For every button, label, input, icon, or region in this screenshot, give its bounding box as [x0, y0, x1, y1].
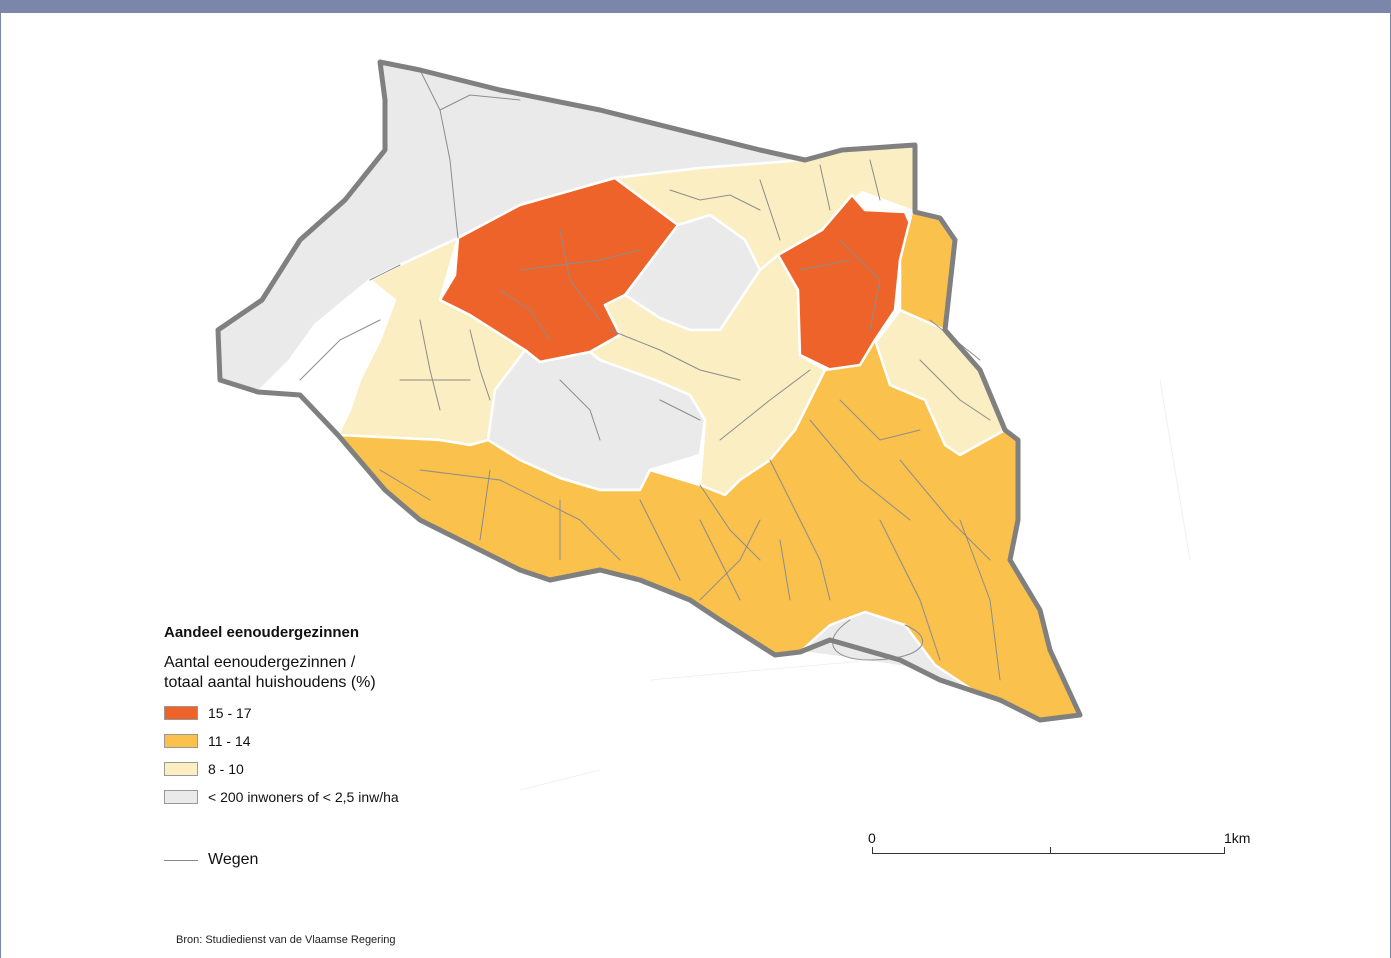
legend-class-3: 8 - 10 — [164, 755, 399, 783]
scale-start-label: 0 — [868, 830, 876, 846]
legend-swatch — [164, 790, 198, 804]
roads-label: Wegen — [208, 851, 259, 868]
legend-subtitle-line1: Aantal eenoudergezinnen / — [164, 654, 356, 671]
scale-tick — [872, 847, 873, 854]
legend-class-label: 11 - 14 — [208, 733, 251, 749]
legend-class-label: < 200 inwoners of < 2,5 inw/ha — [208, 789, 399, 805]
scale-tick — [1224, 847, 1225, 854]
legend-class-1: 15 - 17 — [164, 699, 399, 727]
map-legend: Aandeel eenoudergezinnen Aantal eenouder… — [164, 624, 399, 811]
municipality-boundary — [215, 59, 1083, 723]
legend-class-label: 8 - 10 — [208, 761, 244, 777]
legend-class-2: 11 - 14 — [164, 727, 399, 755]
roads-line-icon — [164, 859, 198, 861]
legend-swatch — [164, 734, 198, 748]
source-note: Bron: Studiedienst van de Vlaamse Regeri… — [176, 934, 396, 946]
legend-class-4: < 200 inwoners of < 2,5 inw/ha — [164, 783, 399, 811]
legend-swatch — [164, 706, 198, 720]
legend-title: Aandeel eenoudergezinnen — [164, 624, 360, 641]
header-bar — [0, 0, 1391, 13]
legend-subtitle: Aantal eenoudergezinnen / totaal aantal … — [164, 653, 399, 693]
legend-subtitle-line2: totaal aantal huishoudens (%) — [164, 674, 376, 691]
scale-bar: 0 1km — [868, 830, 1268, 860]
legend-class-label: 15 - 17 — [208, 705, 252, 721]
scale-line — [872, 853, 1224, 854]
scale-tick — [1050, 847, 1051, 854]
legend-swatch — [164, 762, 198, 776]
district-red-east — [776, 193, 914, 374]
scale-end-label: 1km — [1224, 830, 1251, 846]
legend-roads: Wegen — [164, 851, 258, 869]
